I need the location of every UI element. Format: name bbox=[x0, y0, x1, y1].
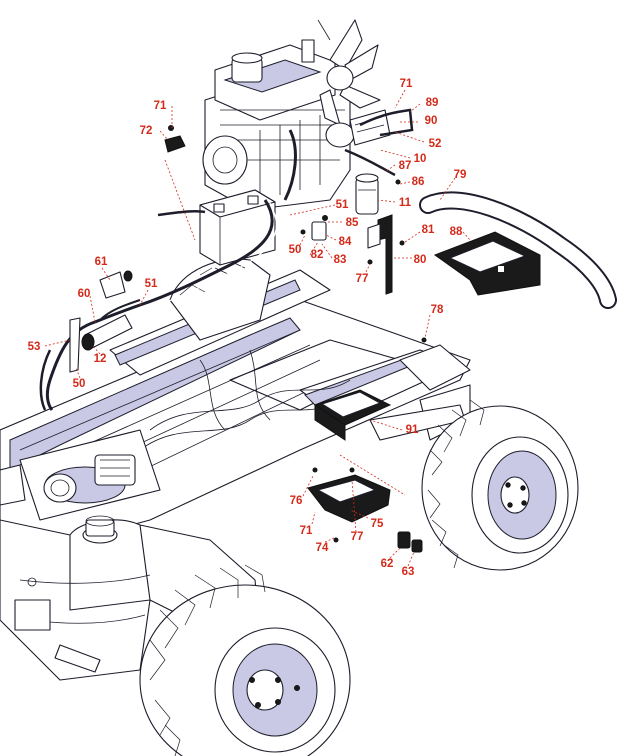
callout-79: 79 bbox=[454, 169, 467, 181]
callout-50b: 50 bbox=[73, 378, 86, 390]
callout-72: 72 bbox=[140, 125, 153, 137]
callout-53: 53 bbox=[28, 341, 41, 353]
callout-71: 71 bbox=[154, 100, 167, 112]
callout-82: 82 bbox=[311, 249, 324, 261]
rear-left-tire bbox=[169, 258, 271, 341]
loose-parts bbox=[39, 125, 617, 553]
callout-84: 84 bbox=[339, 236, 352, 248]
callout-10: 10 bbox=[414, 153, 427, 165]
front-left-tire bbox=[139, 564, 351, 756]
callout-77b: 77 bbox=[351, 531, 364, 543]
callout-86: 86 bbox=[412, 176, 425, 188]
callout-83: 83 bbox=[334, 254, 347, 266]
callout-91: 91 bbox=[406, 424, 419, 436]
wire-harness bbox=[45, 108, 414, 411]
battery bbox=[199, 189, 276, 266]
callout-90: 90 bbox=[425, 115, 438, 127]
callout-52: 52 bbox=[429, 138, 442, 150]
callout-62: 62 bbox=[381, 558, 394, 570]
rear-right-tire bbox=[421, 399, 579, 571]
callout-77: 77 bbox=[356, 273, 369, 285]
hydraulic-pump bbox=[0, 429, 161, 521]
callout-71c: 71 bbox=[300, 525, 313, 537]
callout-74: 74 bbox=[316, 542, 329, 554]
callout-51: 51 bbox=[336, 199, 349, 211]
callout-71b: 71 bbox=[400, 78, 413, 90]
engine bbox=[202, 19, 391, 211]
callout-60: 60 bbox=[78, 288, 91, 300]
fuel-tank bbox=[0, 515, 261, 681]
callout-78: 78 bbox=[431, 304, 444, 316]
callout-50: 50 bbox=[289, 244, 302, 256]
callout-11: 11 bbox=[399, 197, 412, 209]
leader-lines bbox=[44, 89, 471, 567]
callout-12: 12 bbox=[94, 353, 107, 365]
callout-88: 88 bbox=[450, 226, 463, 238]
callout-75: 75 bbox=[371, 518, 384, 530]
callout-85: 85 bbox=[346, 217, 359, 229]
callout-87: 87 bbox=[399, 160, 412, 172]
callout-61: 61 bbox=[95, 256, 108, 268]
callout-81: 81 bbox=[422, 224, 435, 236]
callout-89: 89 bbox=[426, 97, 439, 109]
callout-76: 76 bbox=[290, 495, 303, 507]
callout-51b: 51 bbox=[145, 278, 158, 290]
callout-80: 80 bbox=[414, 254, 427, 266]
callout-63: 63 bbox=[402, 566, 415, 578]
